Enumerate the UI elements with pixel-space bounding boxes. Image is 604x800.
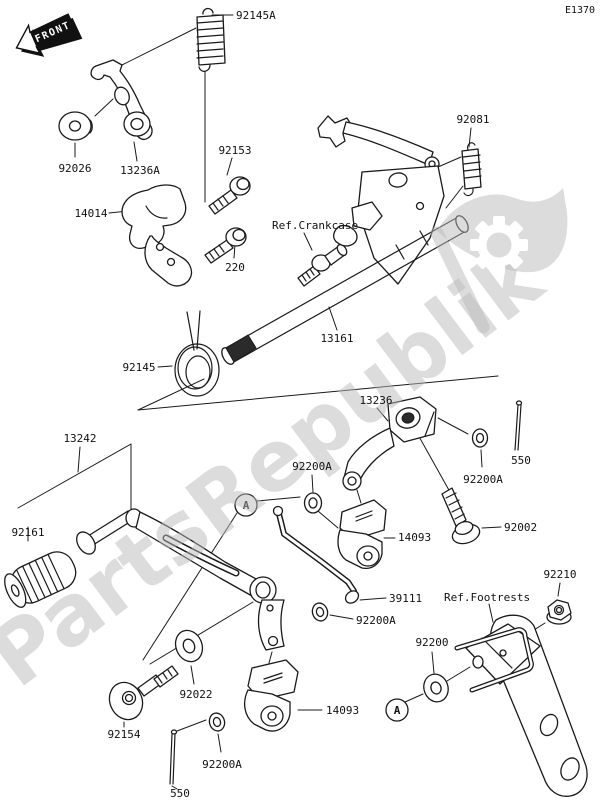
label-14093-2: 14093 bbox=[326, 704, 359, 717]
label-92200a-3: 92200A bbox=[356, 614, 396, 627]
spring-92081 bbox=[461, 142, 482, 197]
label-220: 220 bbox=[225, 261, 245, 274]
label-92145a: 92145A bbox=[236, 9, 276, 22]
leader-lines-top bbox=[74, 14, 499, 411]
washer-92200a-1 bbox=[303, 474, 339, 529]
front-arrow: FRONT bbox=[15, 13, 83, 57]
bolt-92154 bbox=[108, 665, 179, 728]
marker-a2-letter: A bbox=[394, 704, 401, 717]
label-13242: 13242 bbox=[63, 432, 96, 445]
label-13236: 13236 bbox=[359, 394, 392, 407]
label-92161: 92161 bbox=[11, 526, 44, 539]
rod-39111 bbox=[272, 505, 387, 604]
nut-92210 bbox=[546, 599, 572, 625]
washer-92200 bbox=[423, 651, 471, 703]
label-550-1: 550 bbox=[511, 454, 531, 467]
link-plate bbox=[257, 599, 285, 664]
spring-92145 bbox=[174, 310, 220, 397]
label-550-2: 550 bbox=[170, 787, 190, 800]
label-13161: 13161 bbox=[320, 332, 353, 345]
pedal-frame-lines bbox=[17, 443, 132, 542]
watermark-flagpole bbox=[430, 226, 490, 334]
washer-92200a-4 bbox=[208, 712, 226, 753]
bolt-220 bbox=[204, 227, 247, 264]
pin-550-2 bbox=[169, 719, 207, 790]
label-92022: 92022 bbox=[179, 688, 212, 701]
pedal-rubber-92161 bbox=[4, 551, 77, 608]
washer-92200a-3 bbox=[311, 602, 354, 622]
label-92200a-1: 92200A bbox=[292, 460, 332, 473]
bolt-92153 bbox=[208, 176, 251, 215]
page-code: E1370 bbox=[565, 5, 595, 16]
label-ref-footrests: Ref.Footrests bbox=[444, 591, 530, 604]
gear-pedal-13242 bbox=[76, 508, 277, 604]
joint-14093-upper bbox=[337, 499, 396, 570]
label-92200: 92200 bbox=[415, 636, 448, 649]
front-arrow-band bbox=[29, 14, 78, 47]
label-92200a-4: 92200A bbox=[202, 758, 242, 771]
label-92145: 92145 bbox=[122, 361, 155, 374]
gear-change-arm bbox=[317, 115, 445, 285]
label-92002: 92002 bbox=[504, 521, 537, 534]
label-92081: 92081 bbox=[456, 113, 489, 126]
label-13236a: 13236A bbox=[120, 164, 160, 177]
clamp-arm-13236 bbox=[342, 396, 469, 504]
watermark-gear-icon bbox=[470, 216, 528, 274]
view-marker-a2: A bbox=[385, 693, 424, 722]
stud-ref-crankcase bbox=[297, 243, 348, 287]
view-marker-a1: A bbox=[142, 493, 301, 661]
washer-92200a-2 bbox=[471, 428, 489, 468]
label-92210: 92210 bbox=[543, 568, 576, 581]
spring-92145a bbox=[196, 7, 226, 72]
marker-a1-letter: A bbox=[243, 499, 250, 512]
label-39111: 39111 bbox=[389, 592, 422, 605]
bracket-14014 bbox=[121, 184, 193, 287]
label-92026: 92026 bbox=[58, 162, 91, 175]
bolt-92002 bbox=[441, 487, 502, 545]
washer-92026 bbox=[58, 111, 93, 141]
diagram-line-art: A bbox=[4, 7, 588, 797]
label-14014: 14014 bbox=[74, 207, 107, 220]
joint-14093-lower bbox=[243, 659, 323, 732]
part-labels: E1370 92145A 92026 13236A 14014 92153 22… bbox=[11, 5, 595, 800]
washer-92022 bbox=[174, 629, 204, 685]
label-92154: 92154 bbox=[107, 728, 140, 741]
pin-550-1 bbox=[514, 400, 523, 451]
label-ref-crankcase: Ref.Crankcase bbox=[272, 219, 358, 232]
footrest-bracket bbox=[454, 582, 588, 797]
pivot-axis bbox=[149, 601, 254, 665]
label-92153: 92153 bbox=[218, 144, 251, 157]
label-92200a-2: 92200A bbox=[463, 473, 503, 486]
label-14093-1: 14093 bbox=[398, 531, 431, 544]
lever-13236a bbox=[90, 59, 153, 140]
